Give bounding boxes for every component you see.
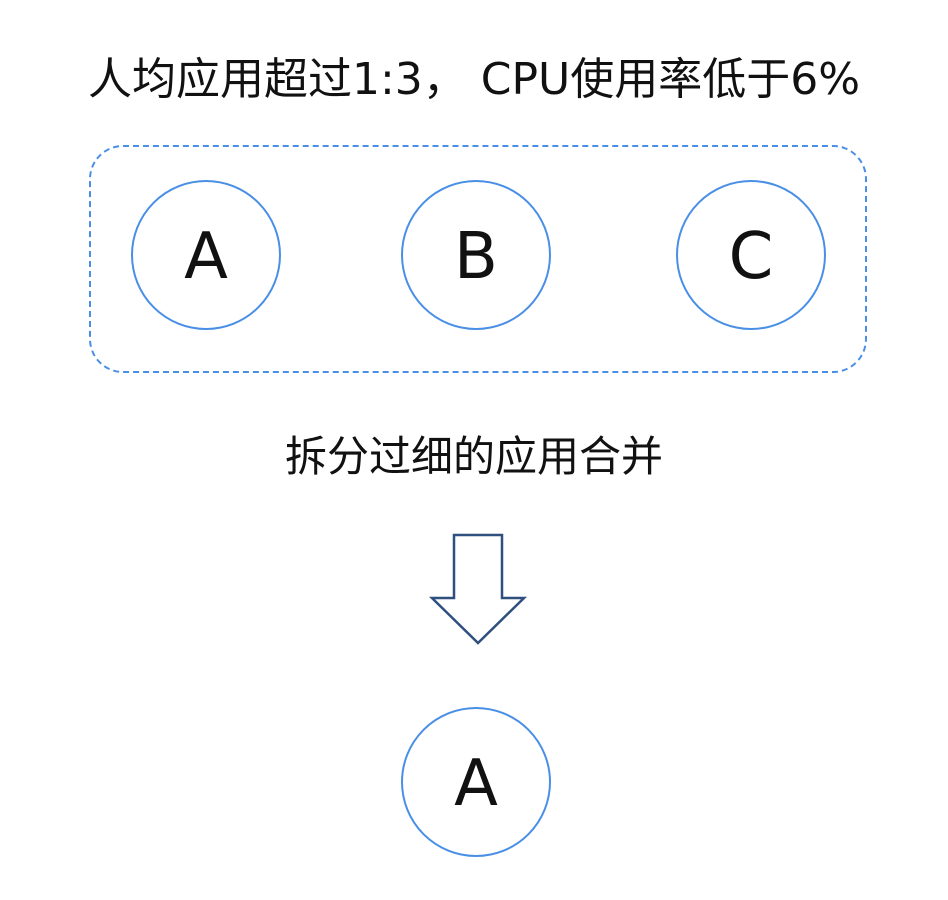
down-arrow-icon xyxy=(428,533,528,645)
app-node-b: B xyxy=(401,180,551,330)
app-node-label: C xyxy=(728,220,774,294)
app-node-label: A xyxy=(184,220,228,294)
app-node-label: B xyxy=(454,220,498,294)
app-node-a: A xyxy=(131,180,281,330)
merge-caption: 拆分过细的应用合并 xyxy=(284,432,663,481)
app-group-box xyxy=(89,145,867,373)
diagram-title: 人均应用超过1:3， CPU使用率低于6% xyxy=(87,54,861,105)
merged-app-label: A xyxy=(454,747,498,821)
merged-app-node: A xyxy=(401,707,551,857)
app-node-c: C xyxy=(676,180,826,330)
